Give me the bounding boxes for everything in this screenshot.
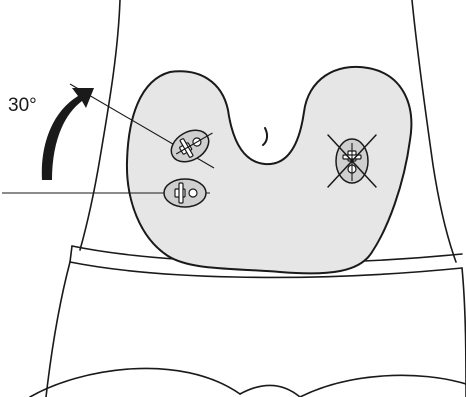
horseshoe-patch <box>127 67 411 274</box>
crotch-line <box>240 385 300 397</box>
torso-right-edge <box>412 0 456 262</box>
torso-left-edge <box>80 0 120 250</box>
right-leg-outline <box>462 268 466 397</box>
left-leg-outline <box>46 262 70 397</box>
left-leg-opening <box>30 368 240 397</box>
waistband-left <box>70 246 72 262</box>
right-leg-opening <box>300 375 466 397</box>
angle-label: 30° <box>8 95 37 116</box>
device-horizontal <box>164 179 206 207</box>
navel-mark <box>263 128 267 145</box>
curved-arrow-icon <box>42 88 94 180</box>
